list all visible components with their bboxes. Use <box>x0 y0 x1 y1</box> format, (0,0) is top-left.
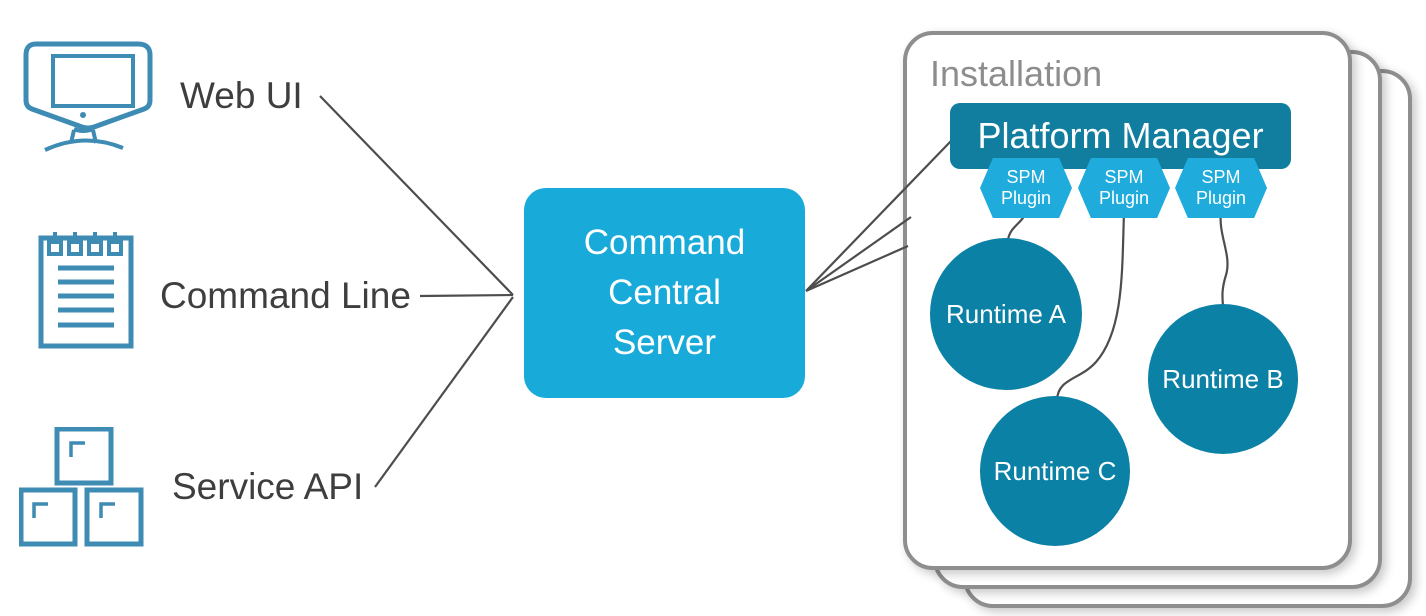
spm-plugin-hexagon-3: SPM Plugin <box>1175 158 1267 218</box>
spm-plugin-hexagon-2: SPM Plugin <box>1078 158 1170 218</box>
spm-plugin-2-label: SPM Plugin <box>1098 167 1150 208</box>
monitor-icon <box>23 41 153 152</box>
boxes-icon <box>19 427 144 547</box>
line-api-to-server <box>374 296 514 488</box>
line-server-to-installation-2 <box>805 216 912 292</box>
command-central-server-box: Command Central Server <box>524 188 805 398</box>
spm-plugin-3-label: SPM Plugin <box>1195 167 1247 208</box>
runtime-a-circle: Runtime A <box>930 238 1082 390</box>
runtime-b-circle: Runtime B <box>1148 304 1298 454</box>
spm-plugin-hexagon-1: SPM Plugin <box>980 158 1072 218</box>
runtime-c-label: Runtime C <box>993 455 1117 486</box>
command-line-label: Command Line <box>160 275 411 316</box>
installation-title: Installation <box>930 53 1103 94</box>
runtime-a-label: Runtime A <box>946 298 1066 329</box>
runtime-c-circle: Runtime C <box>980 396 1130 546</box>
spm-plugin-1-label: SPM Plugin <box>1000 167 1052 208</box>
line-webui-to-server <box>319 95 514 296</box>
runtime-b-label: Runtime B <box>1162 363 1284 394</box>
command-central-server-label: Command Central Server <box>583 223 746 362</box>
platform-manager-label: Platform Manager <box>977 115 1264 156</box>
service-api-label: Service API <box>172 466 364 507</box>
line-cli-to-server <box>419 293 514 298</box>
webui-label: Web UI <box>180 75 303 116</box>
notepad-icon <box>38 232 134 349</box>
line-server-to-installation-3 <box>805 244 909 293</box>
